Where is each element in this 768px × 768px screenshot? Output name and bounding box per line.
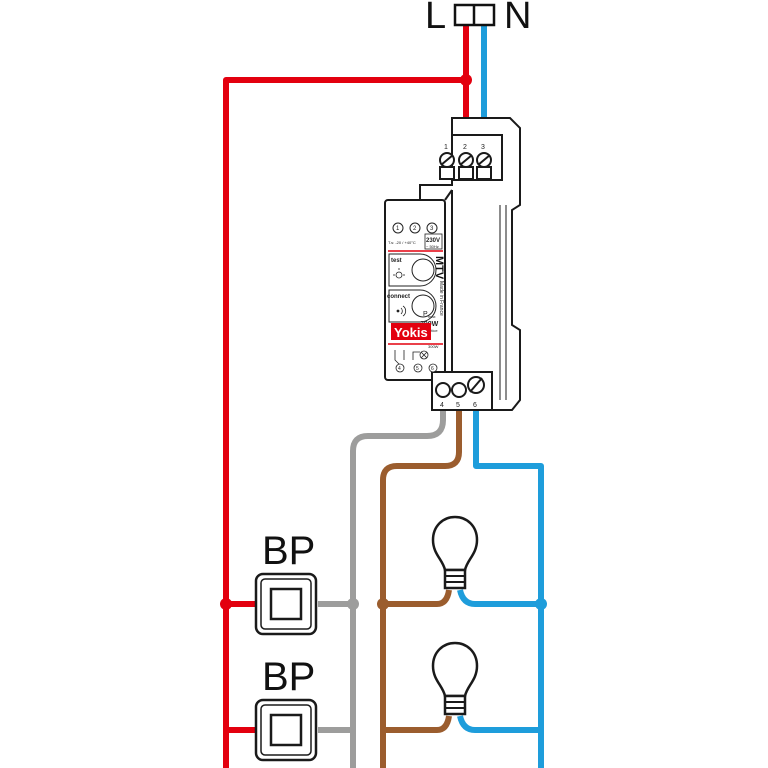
neutral-wire-lamp2 (457, 715, 541, 733)
pushbutton-1-label: BP (262, 529, 315, 573)
svg-text:3: 3 (430, 226, 434, 232)
svg-text:1: 1 (444, 144, 448, 151)
model-vertical-text: MTV (433, 256, 445, 280)
svg-text:4: 4 (398, 366, 401, 372)
supply-freq: ~ 50Hz (426, 244, 439, 249)
neutral-wire-lamps (473, 395, 544, 768)
load-wire-lamp2 (383, 715, 452, 733)
test-button[interactable] (411, 258, 435, 282)
connect-label: connect (387, 294, 410, 300)
svg-text:1: 1 (396, 226, 400, 232)
load-wire (380, 395, 462, 768)
test-label: test (391, 258, 402, 264)
screw-terminal-5 (451, 382, 467, 398)
light-bulb-icon (431, 641, 479, 716)
front-schematic (394, 350, 438, 373)
front-face-details: 1 2 3 T.s: -20 / +40°C 230V ~ 50Hz test … (387, 222, 445, 373)
brand-badge (391, 323, 431, 340)
pmax-sub: max (428, 314, 436, 319)
load-wire-lamp1 (383, 589, 452, 607)
svg-text:2: 2 (463, 144, 467, 151)
live-label: L (425, 0, 446, 37)
pmax-label: P (423, 311, 428, 318)
temp-range: T.s: -20 / +40°C (388, 240, 416, 245)
pushbutton-1 (254, 572, 318, 636)
svg-text:4: 4 (440, 402, 444, 409)
brand-logo-text: Yokis (394, 325, 428, 340)
svg-text:5: 5 (416, 366, 419, 372)
bulb-indicator-icon (393, 268, 405, 279)
svg-text:MTV: MTV (433, 256, 445, 280)
svg-text:5: 5 (456, 402, 460, 409)
svg-text:3: 3 (481, 144, 485, 151)
pushbutton-2-label: BP (262, 655, 315, 699)
pushbutton-2 (254, 698, 318, 762)
junction-dots (220, 74, 547, 610)
supply-terminal-block (453, 3, 496, 27)
top-terminal-numbers: 1 2 3 (444, 144, 485, 151)
svg-text:6: 6 (473, 402, 477, 409)
bottom-terminal-numbers: 4 5 6 (440, 402, 477, 409)
live-wire-supply (223, 25, 469, 768)
svg-text:2: 2 (413, 226, 417, 232)
top-screw-terminals (439, 152, 492, 180)
switch-return-wire (350, 395, 446, 768)
connect-button[interactable] (411, 294, 435, 318)
made-in-vertical-text: Made in France (438, 281, 444, 316)
screw-terminal-4 (435, 382, 451, 398)
radio-signal-icon (396, 305, 407, 317)
supply-rating: 230V (426, 238, 440, 244)
svg-text:Made in France: Made in France (438, 281, 444, 316)
svg-text:6: 6 (431, 366, 434, 372)
neutral-label: N (504, 0, 531, 37)
light-bulb-icon (431, 515, 479, 590)
neutral-wire-lamp1 (457, 589, 541, 607)
bottom-screw-terminals (435, 376, 485, 398)
svg-text:300W: 300W (428, 344, 439, 349)
